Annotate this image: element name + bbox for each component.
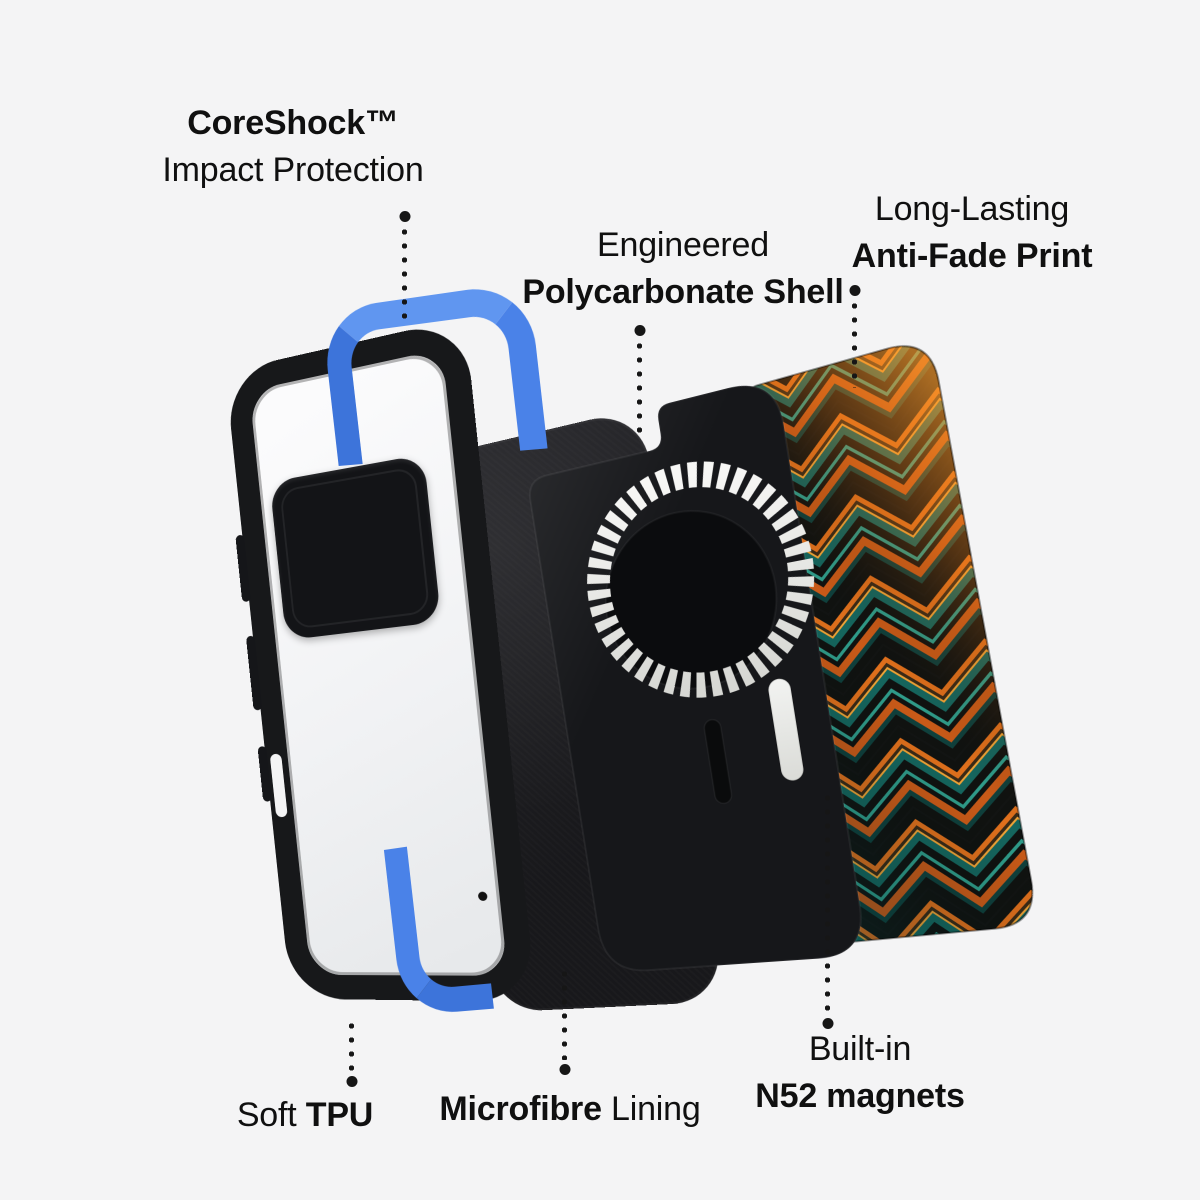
volume-up-button	[235, 534, 251, 603]
lanyard-slot	[269, 753, 288, 818]
coreshock-bumper-top	[321, 281, 548, 466]
alignment-slot	[703, 719, 733, 805]
leader-antifade	[849, 285, 860, 388]
callout-soft-tpu-line: Soft TPU	[236, 1096, 374, 1134]
anti-fade-print-graphic	[696, 337, 1039, 947]
alignment-magnet-bar	[767, 677, 805, 782]
camera-surround-inner	[279, 466, 431, 630]
leader-microfibre	[559, 968, 570, 1075]
callout-polycarbonate: Engineered Polycarbonate Shell	[518, 222, 848, 316]
callout-polycarbonate-line2: Polycarbonate Shell	[522, 272, 844, 311]
power-button	[257, 745, 272, 802]
printed-back-layer	[696, 337, 1039, 947]
leader-polycarbonate	[634, 325, 645, 440]
camera-surround	[269, 454, 442, 641]
callout-microfibre: Microfibre Lining	[400, 1086, 740, 1133]
callout-magnets-line2: N52 magnets	[755, 1076, 965, 1115]
callout-soft-tpu: Soft TPU	[180, 1092, 430, 1139]
polycarbonate-shell-layer	[521, 376, 868, 973]
callout-magnets: Built-in N52 magnets	[730, 1026, 990, 1120]
callout-microfibre-line: Microfibre Lining	[439, 1090, 701, 1128]
leader-coreshock	[399, 211, 410, 322]
callout-coreshock: CoreShock™ Impact Protection	[128, 100, 458, 194]
callout-magnets-line1: Built-in	[808, 1030, 912, 1068]
callout-antifade-line2: Anti-Fade Print	[851, 236, 1093, 275]
callout-coreshock-line1: CoreShock™	[187, 104, 399, 142]
volume-down-button	[245, 635, 263, 711]
leader-soft-tpu	[346, 1020, 357, 1087]
callout-antifade: Long-Lasting Anti-Fade Print	[807, 186, 1137, 280]
callout-coreshock-line2: Impact Protection	[162, 150, 424, 189]
magnet-recess-disc	[594, 494, 790, 700]
callout-antifade-line1: Long-Lasting	[874, 190, 1070, 228]
leader-magnets	[822, 792, 833, 1029]
callout-polycarbonate-line1: Engineered	[597, 226, 769, 264]
